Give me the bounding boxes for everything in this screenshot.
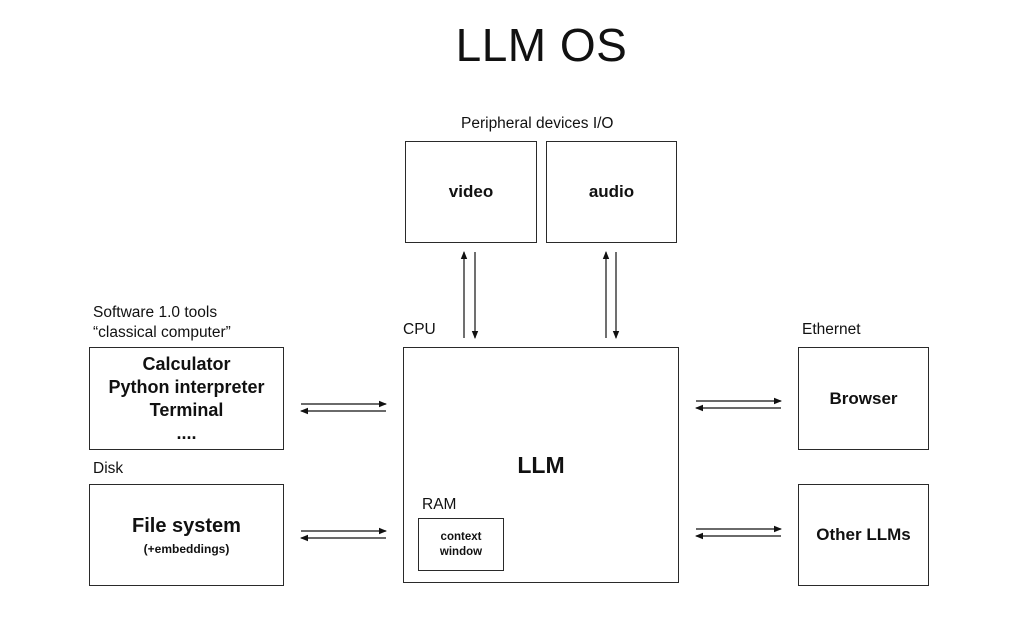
software-tools-label: Software 1.0 tools “classical computer” bbox=[93, 303, 231, 343]
browser-box: Browser bbox=[798, 347, 929, 450]
audio-label: audio bbox=[588, 182, 635, 201]
audio-box: audio bbox=[546, 141, 677, 243]
other-llms-label: Other LLMs bbox=[816, 525, 911, 544]
ethernet-label: Ethernet bbox=[802, 321, 861, 338]
context-window-line2: window bbox=[439, 545, 483, 558]
browser-label: Browser bbox=[829, 388, 898, 408]
file-system-box: File system (+embeddings) bbox=[89, 484, 284, 586]
video-box: video bbox=[405, 141, 537, 243]
tool-calculator: Calculator bbox=[142, 353, 231, 374]
disk-label: Disk bbox=[93, 460, 124, 477]
peripherals-label: Peripheral devices I/O bbox=[461, 115, 614, 132]
tool-terminal: Terminal bbox=[149, 399, 224, 420]
other-llms-box: Other LLMs bbox=[798, 484, 929, 586]
file-system-subtitle: (+embeddings) bbox=[143, 541, 230, 556]
tool-ellipsis: .... bbox=[176, 422, 197, 443]
tool-python-interpreter: Python interpreter bbox=[108, 376, 265, 397]
diagram-title: LLM OS bbox=[455, 19, 628, 71]
ram-label: RAM bbox=[422, 496, 457, 513]
video-label: video bbox=[448, 182, 494, 201]
software-tools-box: Calculator Python interpreter Terminal .… bbox=[89, 347, 284, 450]
software-tools-label-line2: “classical computer” bbox=[93, 324, 231, 341]
llm-label: LLM bbox=[517, 451, 565, 478]
context-window-line1: context bbox=[440, 530, 482, 543]
context-window-box: context window bbox=[418, 518, 504, 571]
cpu-label: CPU bbox=[403, 321, 436, 338]
file-system-title: File system bbox=[132, 514, 241, 537]
software-tools-label-line1: Software 1.0 tools bbox=[93, 304, 218, 321]
